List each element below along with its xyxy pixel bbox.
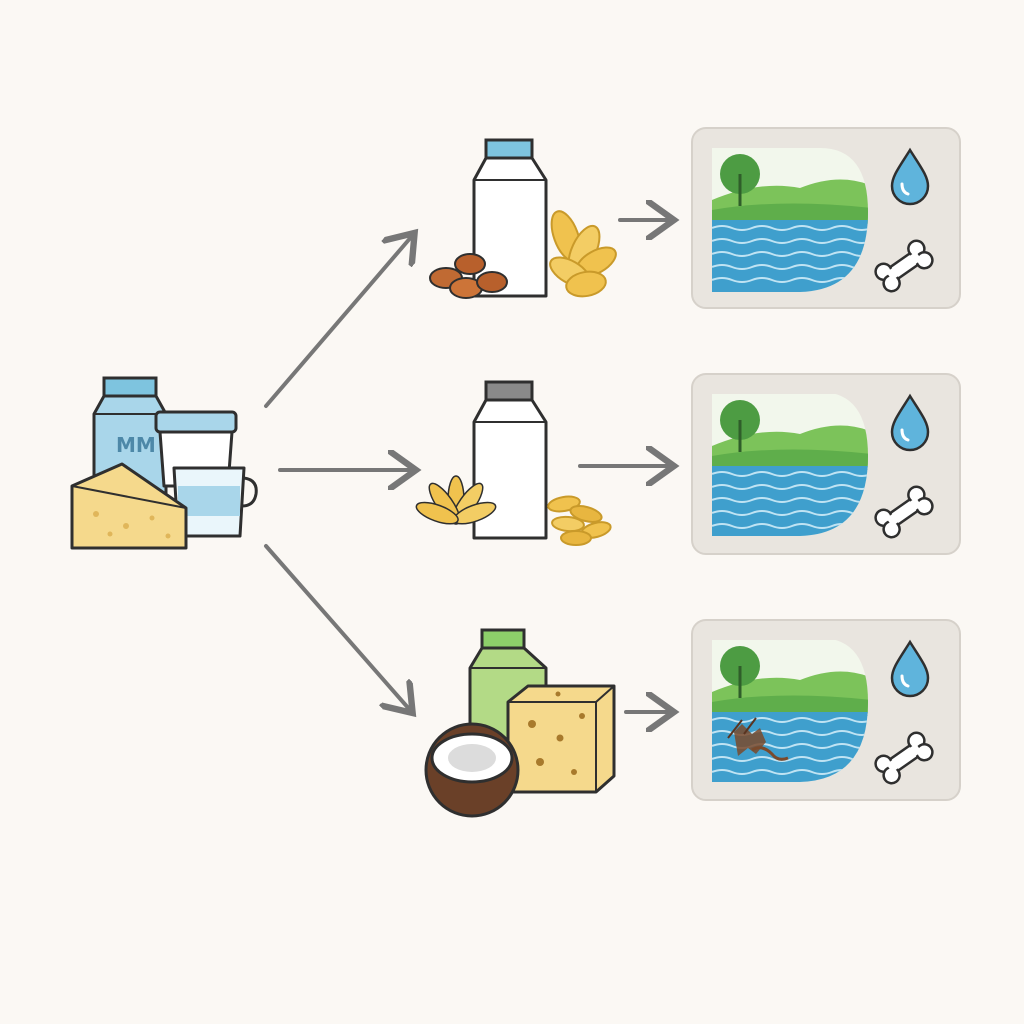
bone-icon <box>874 239 934 293</box>
oat-carton-cap <box>484 380 534 402</box>
coconut-carton-cap <box>480 628 526 650</box>
dairy-products-group: MM <box>70 376 258 550</box>
milk-glass <box>172 466 258 538</box>
landscape-scene <box>712 148 868 292</box>
cheese-wedge <box>70 462 188 550</box>
coconut-milk-group <box>424 628 670 818</box>
landscape-scene <box>712 394 868 536</box>
water-drop-icon <box>890 393 930 452</box>
arrow-to-coconut-milk <box>264 544 410 710</box>
impact-panel-coconut-milk <box>691 619 961 801</box>
almonds <box>429 253 508 299</box>
almond-milk-group <box>429 138 670 299</box>
water-drop-icon <box>890 147 930 206</box>
oat-grains <box>547 495 612 546</box>
branch-arrows <box>264 236 412 710</box>
coconut <box>424 722 520 818</box>
water-drop-icon <box>890 639 930 698</box>
oat-flower <box>415 475 497 525</box>
oat-milk-group <box>415 380 670 546</box>
bone-icon <box>874 485 934 539</box>
impact-panel-almond-milk <box>691 127 961 309</box>
oat-leaves <box>549 210 617 298</box>
impact-panels <box>691 127 961 801</box>
cheese-block <box>506 684 616 794</box>
landscape-scene <box>712 640 868 782</box>
pollution-stain <box>727 717 789 761</box>
impact-panel-oat-milk <box>691 373 961 555</box>
arrow-to-almond-milk <box>264 236 412 408</box>
bone-icon <box>874 731 934 785</box>
dairy-carton-label: MM <box>116 433 156 457</box>
almond-carton-cap <box>484 138 534 160</box>
